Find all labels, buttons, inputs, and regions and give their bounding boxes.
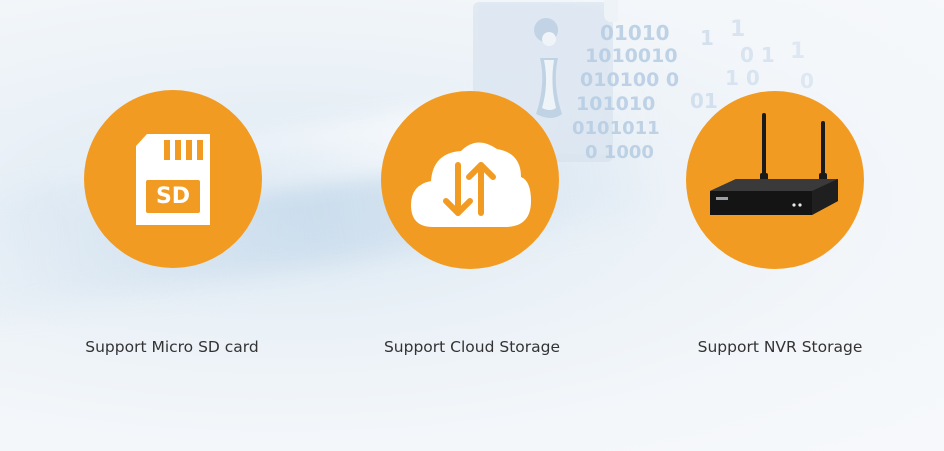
svg-text:101010: 101010 <box>576 93 655 115</box>
svg-text:010100 0: 010100 0 <box>580 69 679 91</box>
svg-text:1010010: 1010010 <box>585 45 678 67</box>
svg-text:0: 0 <box>800 69 814 93</box>
svg-text:01: 01 <box>690 89 718 113</box>
nvr-recorder-image <box>710 113 838 215</box>
svg-text:1: 1 <box>730 17 745 42</box>
sd-card-badge: SD <box>84 90 262 268</box>
sd-card-icon-text: SD <box>155 184 191 209</box>
sd-card-icon <box>136 134 210 225</box>
feature-label-sd-card: Support Micro SD card <box>85 338 259 356</box>
feature-label-cloud-storage: Support Cloud Storage <box>383 338 561 356</box>
nvr-storage-badge <box>686 91 864 269</box>
svg-text:0 1000: 0 1000 <box>585 142 654 163</box>
svg-text:1 0: 1 0 <box>725 66 760 90</box>
feature-label-nvr-storage: Support NVR Storage <box>697 338 863 356</box>
svg-text:1: 1 <box>790 39 805 64</box>
cloud-storage-badge <box>381 91 559 269</box>
svg-text:0101011: 0101011 <box>572 118 660 139</box>
svg-text:01010: 01010 <box>600 21 670 45</box>
svg-text:1: 1 <box>700 26 714 50</box>
svg-text:0 1: 0 1 <box>740 43 775 67</box>
cloud-sync-icon <box>411 142 531 227</box>
